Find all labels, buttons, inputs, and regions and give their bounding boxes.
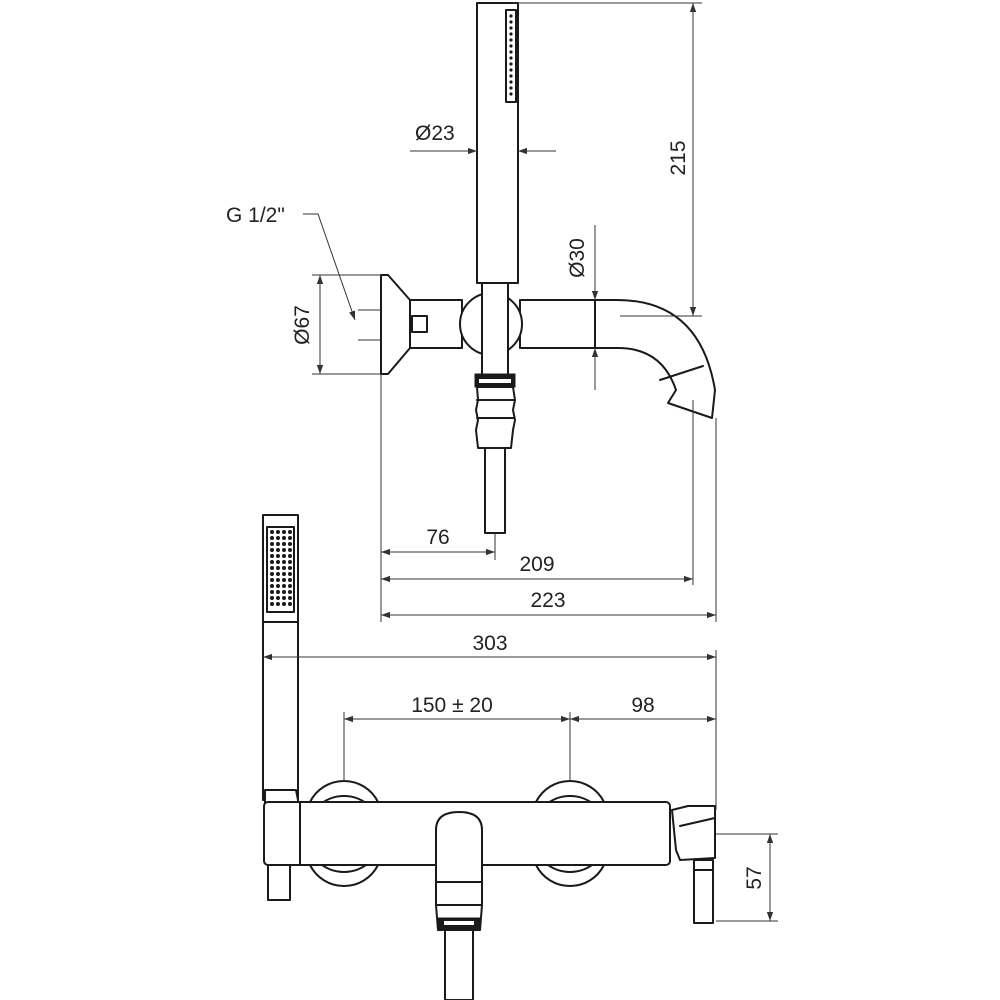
spray-hole <box>270 572 274 576</box>
spout-front <box>435 811 483 1000</box>
label-d30: Ø30 <box>566 238 589 278</box>
label-98: 98 <box>631 694 654 717</box>
spray-hole <box>509 32 513 36</box>
spray-hole <box>288 542 292 546</box>
spray-hole <box>282 584 286 588</box>
spray-hole <box>276 554 280 558</box>
dim-d23: Ø23 <box>410 122 556 155</box>
spray-hole <box>276 602 280 606</box>
spray-hole <box>282 554 286 558</box>
top-view: Ø23 215 G 1/2" Ø30 Ø67 <box>226 2 717 622</box>
spray-hole <box>270 554 274 558</box>
spray-hole <box>270 566 274 570</box>
spray-hole <box>270 542 274 546</box>
spray-hole <box>509 14 513 18</box>
spray-hole <box>282 578 286 582</box>
spray-hole <box>288 584 292 588</box>
hand-shower-front <box>262 514 299 809</box>
dim-d30: Ø30 <box>566 225 599 390</box>
dim-215: 215 <box>512 2 702 317</box>
spray-hole <box>276 566 280 570</box>
spray-hole <box>282 590 286 594</box>
dims-horizontal-top: 76 209 223 <box>380 374 717 622</box>
label-d67: Ø67 <box>291 305 314 345</box>
label-57: 57 <box>743 866 766 889</box>
spray-holes-top <box>509 14 513 96</box>
thread-callout: G 1/2" <box>226 204 356 321</box>
spray-hole <box>288 554 292 558</box>
spray-hole <box>276 578 280 582</box>
spray-hole <box>509 38 513 42</box>
spray-hole <box>509 26 513 30</box>
label-209: 209 <box>519 553 554 576</box>
spray-hole <box>288 590 292 594</box>
spray-hole <box>282 560 286 564</box>
spout-top <box>519 299 716 419</box>
hose-holder <box>671 805 716 924</box>
wall-flange <box>358 274 463 375</box>
spray-hole <box>509 56 513 60</box>
dims-front-centers: 150 ± 20 98 <box>343 694 716 782</box>
label-76: 76 <box>426 526 449 549</box>
spray-hole <box>270 536 274 540</box>
spray-hole <box>509 86 513 90</box>
spray-hole <box>270 596 274 600</box>
spray-hole <box>276 584 280 588</box>
label-150: 150 ± 20 <box>411 694 493 717</box>
dim-303: 303 <box>263 632 717 810</box>
spray-hole <box>282 602 286 606</box>
label-d23: Ø23 <box>415 122 455 145</box>
spray-hole <box>276 572 280 576</box>
spray-hole <box>276 590 280 594</box>
spray-hole <box>288 530 292 534</box>
spray-hole <box>270 590 274 594</box>
spray-hole <box>276 536 280 540</box>
spray-hole <box>282 572 286 576</box>
spray-hole <box>288 572 292 576</box>
spray-hole <box>270 584 274 588</box>
label-215: 215 <box>667 140 690 175</box>
spray-hole <box>276 596 280 600</box>
label-thread: G 1/2" <box>226 204 285 227</box>
spray-hole <box>288 536 292 540</box>
hand-shower-top <box>476 2 519 284</box>
spray-hole <box>288 578 292 582</box>
spray-hole <box>509 44 513 48</box>
spray-hole <box>270 530 274 534</box>
spray-hole <box>288 566 292 570</box>
spray-hole <box>509 50 513 54</box>
spray-hole <box>288 548 292 552</box>
dim-d67: Ø67 <box>291 274 381 375</box>
spray-hole <box>288 560 292 564</box>
spray-hole <box>509 62 513 66</box>
spray-hole <box>509 80 513 84</box>
spray-hole <box>276 548 280 552</box>
label-303: 303 <box>472 632 507 655</box>
spray-hole <box>282 530 286 534</box>
spray-hole <box>509 20 513 24</box>
spray-hole <box>282 548 286 552</box>
spray-hole <box>270 548 274 552</box>
spray-hole <box>276 542 280 546</box>
spray-hole <box>282 566 286 570</box>
spray-hole <box>282 536 286 540</box>
spray-hole <box>288 596 292 600</box>
spray-hole <box>276 560 280 564</box>
spray-hole <box>509 74 513 78</box>
spray-holes-front <box>270 530 292 606</box>
spray-hole <box>509 92 513 96</box>
spray-hole <box>282 596 286 600</box>
spray-hole <box>282 542 286 546</box>
front-view: 303 150 ± 20 98 57 <box>262 514 778 1000</box>
spray-hole <box>270 602 274 606</box>
spray-hole <box>270 578 274 582</box>
label-223: 223 <box>530 589 565 612</box>
spray-hole <box>509 68 513 72</box>
spray-hole <box>288 602 292 606</box>
hose-connector <box>474 282 516 534</box>
spray-hole <box>276 530 280 534</box>
spray-hole <box>270 560 274 564</box>
dim-57: 57 <box>716 833 778 922</box>
